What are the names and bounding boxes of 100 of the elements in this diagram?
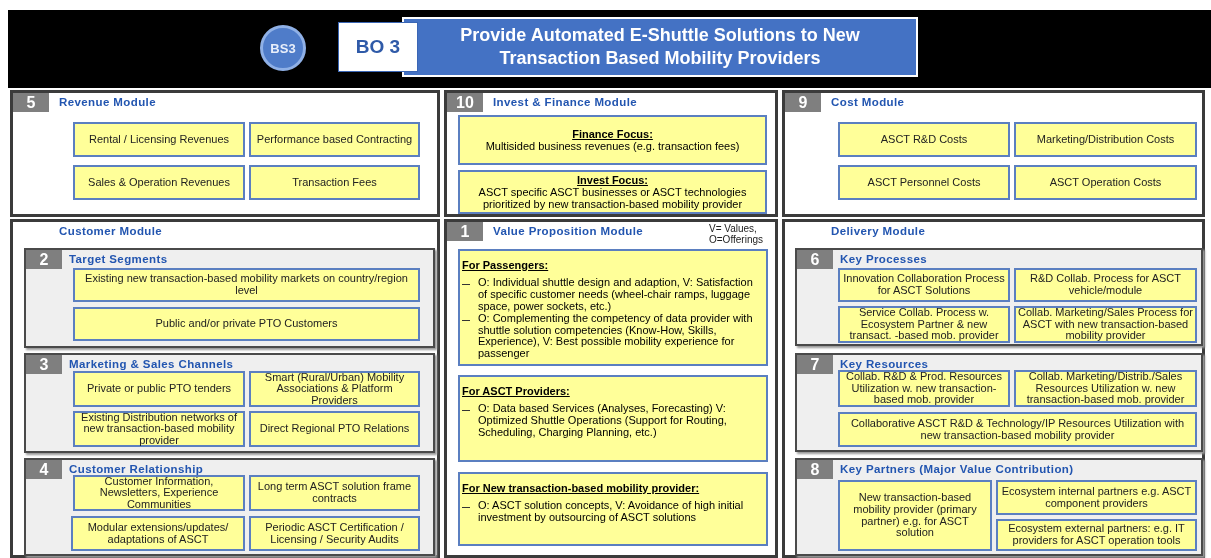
item-card	[1014, 370, 1197, 407]
section-heading: Key Processes	[840, 253, 928, 265]
item-text: Smart (Rural/Urban) Mobility Associations & Platform Providers	[263, 371, 406, 407]
item-card	[249, 371, 420, 407]
item-text: ASCT Personnel Costs	[867, 176, 981, 189]
module-panel	[444, 219, 778, 558]
diagram-title: Provide Automated E-Shuttle Solutions to New Transaction Based Mobility Providers	[459, 23, 861, 70]
section-heading: Marketing & Sales Channels	[69, 358, 234, 370]
number-badge: 2	[26, 250, 62, 269]
group-heading: For Passengers:	[462, 259, 549, 271]
section-heading: Invest & Finance Module	[493, 96, 638, 108]
section-panel	[795, 353, 1203, 452]
item-card	[838, 412, 1197, 447]
bullet-text: O: Individual shuttle design and adaption, V: Satisfaction of specific customer needs (wheel-chair ramps, luggage space, power sockets, etc.)	[478, 277, 754, 313]
item-text: Service Collab. Process w. Ecosystem Partner & new transact. -based mob. provider	[848, 307, 1000, 342]
bullet-text: O: ASCT solution concepts, V: Avoidance of high initial investment by outsourcing of ASCT solutions	[478, 500, 745, 524]
item-card	[73, 475, 245, 511]
module-panel	[782, 90, 1205, 217]
item-text: Marketing/Distribution Costs	[1036, 133, 1175, 146]
module-panel	[10, 219, 440, 558]
objective-badge: BO 3	[338, 22, 418, 72]
number-badge: 4	[26, 460, 62, 479]
section-heading: Target Segments	[69, 253, 168, 265]
number-badge: 8	[797, 460, 833, 479]
focus-text: ASCT specific ASCT businesses or ASCT technologies prioritized by new transaction-based mobility provider	[477, 185, 748, 211]
focus-text: Multisided business revenues (e.g. transaction fees)	[484, 140, 741, 153]
legend-note: V= Values, O=Offerings	[709, 223, 764, 245]
item-text: Collab. Marketing/Sales Process for ASCT with new transaction-based mobility provider	[1018, 307, 1193, 342]
item-text: R&D Collab. Process for ASCT vehicle/module	[1029, 273, 1182, 297]
item-text: Rental / Licensing Revenues	[89, 133, 229, 146]
item-text: ASCT Operation Costs	[1049, 176, 1162, 189]
module-panel	[444, 90, 778, 217]
item-text: Transaction Fees	[292, 176, 377, 189]
item-text: Periodic ASCT Certification / Licensing / Security Audits	[264, 521, 405, 546]
item-text: Collaborative ASCT R&D & Technology/IP Resources Utilization with new transaction-based mobility provider	[849, 417, 1186, 442]
item-card	[73, 268, 420, 302]
number-badge: 3	[26, 355, 62, 374]
section-panel	[795, 458, 1203, 556]
item-card	[838, 165, 1010, 200]
section-heading: Key Partners (Major Value Contribution)	[840, 463, 1074, 475]
focus-heading: Invest Focus:	[577, 173, 648, 186]
item-text: Sales & Operation Revenues	[88, 176, 230, 189]
item-text: Direct Regional PTO Relations	[259, 423, 410, 435]
focus-card	[458, 170, 767, 214]
focus-card	[458, 115, 767, 165]
item-text: Performance based Contracting	[256, 133, 413, 146]
section-panel	[24, 248, 435, 348]
item-text: Collab. R&D & Prod. Resources Utilization w. new transaction-based mob. provider	[845, 371, 1003, 406]
bullet-text: O: Complementing the competency of data provider with shuttle solution competencies (Know-How, Skills, Experience), V: Best possible mobility experience for passenger	[478, 312, 754, 361]
item-card	[1014, 268, 1197, 302]
section-heading: Delivery Module	[831, 225, 926, 237]
section-heading: Value Proposition Module	[493, 225, 644, 237]
item-card	[249, 122, 420, 157]
module-panel	[10, 90, 440, 217]
section-heading: Cost Module	[831, 96, 905, 108]
item-card	[838, 122, 1010, 157]
item-text: Customer Information, Newsletters, Experience Communities	[98, 475, 220, 511]
item-text: Ecosystem external partners: e.g. IT providers for ASCT operation tools	[1007, 523, 1186, 547]
section-heading: Revenue Module	[59, 96, 156, 108]
group-heading: For ASCT Providers:	[462, 385, 570, 397]
group-heading: For New transaction-based mobility provider:	[462, 482, 700, 494]
item-card	[996, 519, 1197, 551]
section-heading: Key Resources	[840, 358, 929, 370]
focus-heading: Finance Focus:	[572, 127, 653, 140]
number-badge: 1	[447, 222, 483, 241]
item-card	[249, 516, 420, 551]
section-heading: Customer Relationship	[69, 463, 204, 475]
value-card	[458, 249, 768, 366]
number-badge: 6	[797, 250, 833, 269]
item-card	[73, 371, 245, 407]
item-card	[838, 480, 992, 551]
module-panel	[782, 219, 1205, 558]
section-panel	[24, 458, 435, 556]
item-card	[1014, 165, 1197, 200]
number-badge: 9	[785, 93, 821, 112]
item-card	[73, 307, 420, 341]
item-text: Ecosystem internal partners e.g. ASCT component providers	[1000, 485, 1193, 510]
item-text: Private or public PTO tenders	[86, 383, 232, 395]
item-card	[249, 475, 420, 511]
item-card	[73, 122, 245, 157]
item-text: New transaction-based mobility provider (primary partner) e.g. for ASCT solution	[852, 492, 978, 539]
item-text: Collab. Marketing/Distrib./Sales Resources Utilization w. new transaction-based mob. provider	[1025, 371, 1186, 406]
item-card	[249, 411, 420, 447]
item-card	[249, 165, 420, 200]
item-text: Long term ASCT solution frame contracts	[256, 481, 413, 505]
item-card	[71, 516, 245, 551]
item-text: Existing Distribution networks of new transaction-based mobility provider	[80, 411, 238, 447]
number-badge: 7	[797, 355, 833, 374]
item-text: Innovation Collaboration Process for ASCT Solutions	[842, 273, 1006, 297]
item-card	[838, 306, 1010, 343]
item-card	[73, 165, 245, 200]
item-text: Modular extensions/updates/ adaptations of ASCT	[86, 521, 230, 546]
section-panel	[24, 353, 435, 453]
section-heading: Customer Module	[59, 225, 163, 237]
value-card	[458, 472, 768, 546]
section-panel	[795, 248, 1203, 346]
item-text: Public and/or private PTO Customers	[155, 318, 338, 330]
bullet-text: O: Data based Services (Analyses, Forecasting) V: Optimized Shuttle Operations (Support for Routing, Scheduling, Charging Planning, etc.)	[478, 403, 728, 439]
value-card	[458, 375, 768, 462]
item-text: Existing new transaction-based mobility markets on country/region level	[84, 273, 409, 297]
